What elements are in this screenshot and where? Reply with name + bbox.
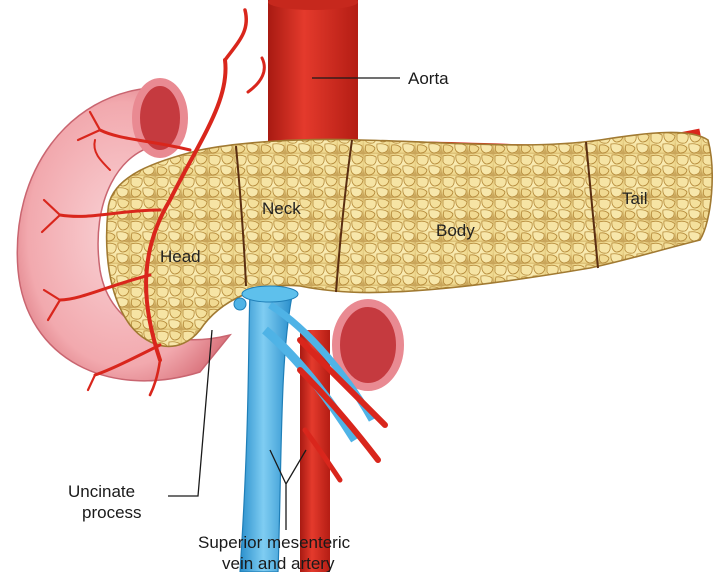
label-tail: Tail [622,189,648,208]
label-sma-line1: Superior mesenteric [198,533,351,552]
label-sma-line2: vein and artery [222,554,335,572]
label-neck: Neck [262,199,301,218]
label-body: Body [436,221,475,240]
label-uncinate-line2: process [82,503,142,522]
pancreas [107,132,713,346]
label-head: Head [160,247,201,266]
label-aorta: Aorta [408,69,449,88]
label-uncinate-line1: Uncinate [68,482,135,501]
